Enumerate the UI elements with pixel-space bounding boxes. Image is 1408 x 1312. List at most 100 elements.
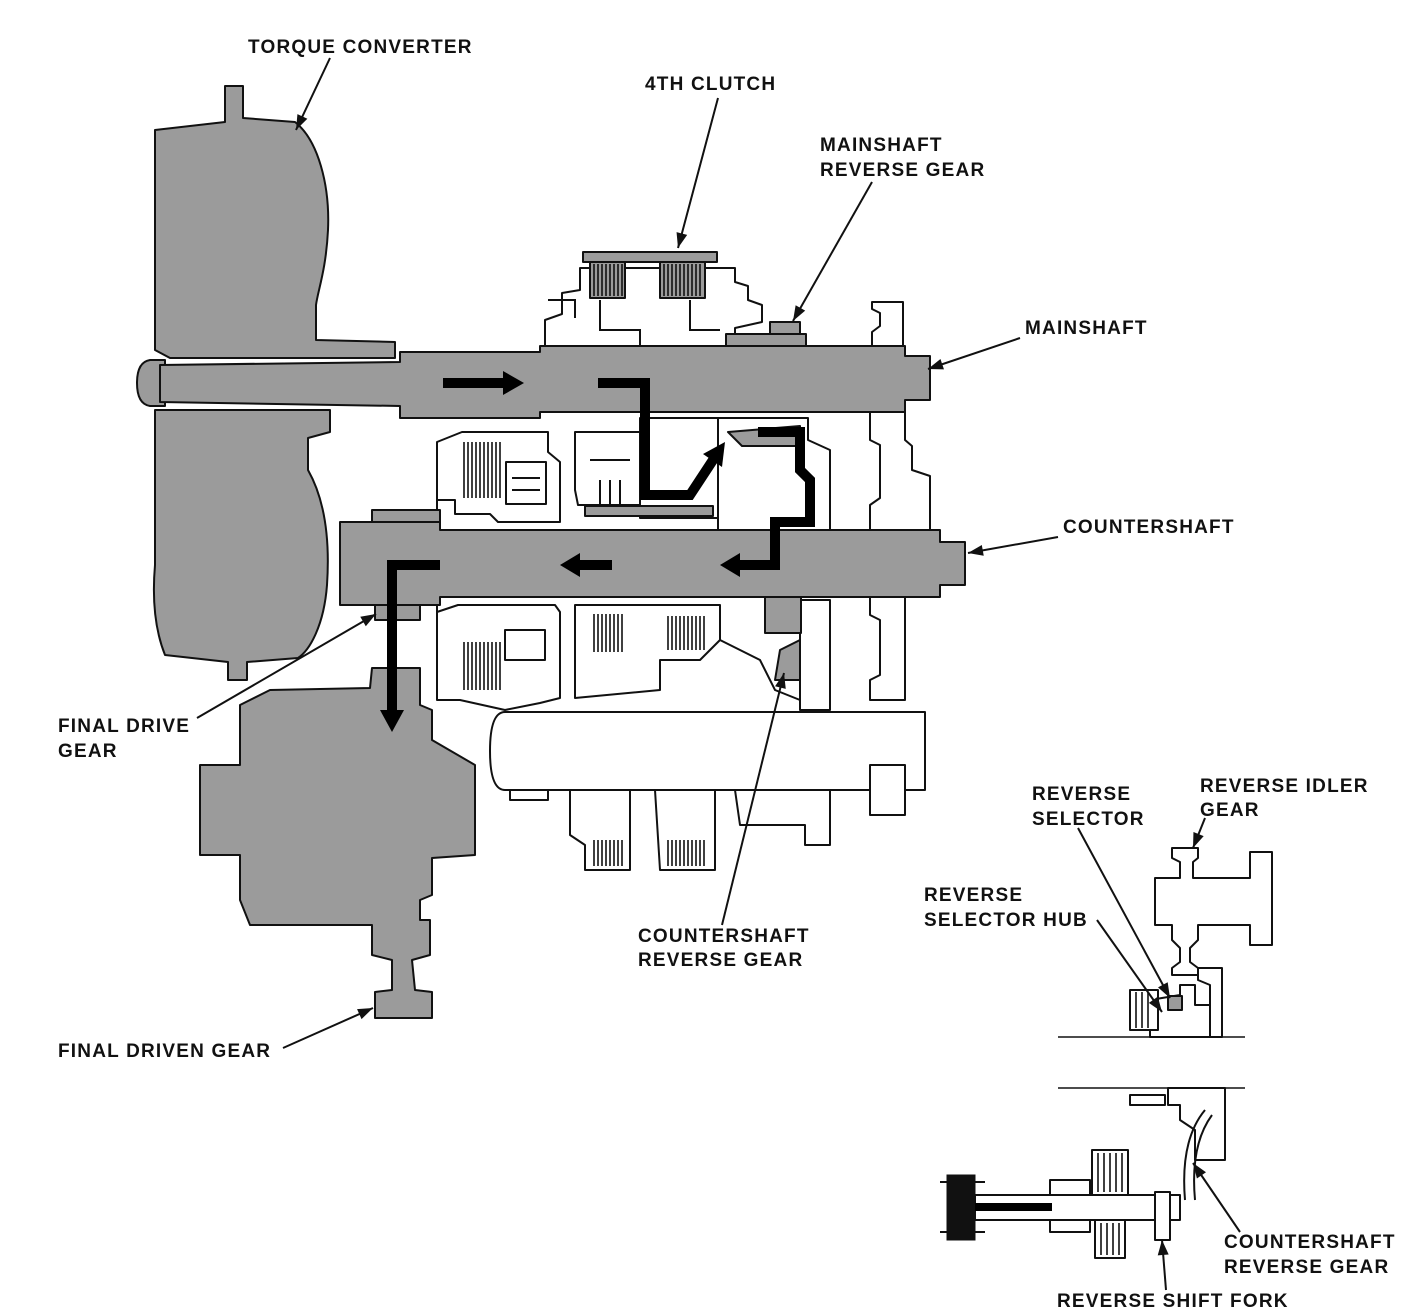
- label-line: GEAR: [1200, 800, 1260, 821]
- label-final-drive-gear: FINAL DRIVE GEAR: [58, 716, 197, 762]
- detail-left-gear: [1129, 989, 1159, 1031]
- reverse-selector-detail-view: [940, 847, 1273, 1259]
- leader-mainshaft-reverse-gear: [792, 181, 873, 322]
- mainshaft-right-gear: [871, 301, 904, 347]
- fourth-clutch-pack-left: [589, 261, 626, 299]
- lower-clutch-2-plates: [667, 840, 705, 866]
- detail-gear-upper-teeth: [1097, 1153, 1123, 1192]
- lower-right-clutch-plates: [667, 616, 705, 650]
- lower-left-clutch-plates: [463, 642, 501, 690]
- upper-left-gear: [505, 461, 547, 505]
- detail-shaft-end-ticks: [940, 1181, 985, 1233]
- mainshaft-reverse-gear-hub: [725, 333, 807, 347]
- label-reverse-idler-gear: REVERSE IDLER GEAR: [1200, 776, 1375, 821]
- leader-lines: [196, 57, 1241, 1291]
- detail-gear-lower-teeth: [1100, 1223, 1120, 1255]
- torque-converter-hub: [136, 359, 166, 407]
- flow-reverse-gear-segment: [738, 427, 815, 570]
- label-line: REVERSE GEAR: [638, 950, 803, 971]
- leader-countershaft-reverse-gear: [721, 672, 785, 926]
- reverse-shift-fork: [1154, 1191, 1171, 1241]
- countershaft-reverse-gear-selector: [774, 639, 801, 681]
- middle-gear-detail: [590, 459, 630, 505]
- leader-arrowhead: [676, 232, 688, 248]
- countershaft-fourth-gear-bar: [584, 505, 714, 517]
- flow-arrowhead-right: [503, 371, 524, 395]
- lower-left-gear: [504, 629, 546, 661]
- lower-gear-1: [509, 789, 549, 801]
- countershaft: [339, 521, 966, 606]
- leader-arrowhead: [1193, 1163, 1206, 1179]
- label-countershaft: COUNTERSHAFT: [1063, 517, 1235, 538]
- torque-converter-lower: [152, 409, 331, 681]
- label-final-driven-gear: FINAL DRIVEN GEAR: [58, 1041, 271, 1062]
- reverse-power-flow: [380, 371, 815, 732]
- detail-selector-curve: [1183, 1109, 1213, 1201]
- countershaft-reverse-gear: [764, 596, 802, 681]
- detail-hub-lower: [1049, 1219, 1091, 1233]
- middle-gear: [574, 431, 641, 506]
- label-line: GEAR: [58, 741, 118, 762]
- leader-final-drive-gear: [196, 613, 377, 719]
- label-fourth-clutch: 4TH CLUTCH: [645, 74, 776, 95]
- countershaft-right-gear-lower: [869, 596, 906, 701]
- secondary-shaft: [489, 711, 926, 791]
- fourth-clutch-pack-right: [659, 261, 706, 299]
- reverse-selector: [1197, 967, 1223, 1038]
- fourth-clutch: [582, 251, 718, 299]
- leader-arrowhead: [357, 1008, 373, 1020]
- leader-arrowhead: [1158, 982, 1170, 998]
- leader-final-driven-gear: [282, 1007, 374, 1049]
- lower-linkage: [719, 639, 801, 701]
- countershaft-right-gear-upper: [869, 411, 931, 531]
- leader-countershaft: [967, 536, 1059, 554]
- lower-right-housing: [799, 599, 831, 711]
- lower-clutch-1: [569, 789, 631, 871]
- detail-hub-upper: [1049, 1179, 1091, 1196]
- label-line: REVERSE: [1032, 784, 1131, 805]
- leader-arrowhead: [1193, 832, 1204, 848]
- flow-arrowhead-left: [560, 553, 580, 577]
- label-line: REVERSE: [924, 885, 1023, 906]
- fourth-clutch-flange: [582, 251, 718, 263]
- leader-reverse-selector-hub: [1096, 919, 1163, 1013]
- leader-arrowhead: [793, 305, 806, 321]
- torque-converter-upper: [154, 85, 396, 359]
- label-mainshaft-reverse-gear: MAINSHAFT REVERSE GEAR: [820, 135, 985, 181]
- label-line: SELECTOR: [1032, 809, 1145, 830]
- label-reverse-selector-hub: REVERSE SELECTOR HUB: [924, 885, 1088, 931]
- label-line: COUNTERSHAFT: [638, 926, 810, 947]
- leader-arrowhead: [360, 614, 376, 627]
- reverse-idler-gear: [1154, 847, 1273, 976]
- upper-left-gear-detail: [512, 477, 540, 491]
- final-drive-gear-upper: [371, 509, 441, 523]
- label-reverse-shift-fork: REVERSE SHIFT FORK: [1057, 1291, 1289, 1312]
- final-drive-gear-lower: [374, 604, 421, 621]
- detail-shaft-end-block: [946, 1174, 976, 1241]
- lower-middle-clutch-housing: [574, 604, 721, 699]
- mainshaft-reverse-gear-teeth: [769, 321, 801, 335]
- label-countershaft-reverse-gear: COUNTERSHAFT REVERSE GEAR: [638, 926, 816, 971]
- leader-arrowhead: [1148, 996, 1162, 1012]
- mainshaft: [159, 345, 931, 419]
- final-driven-gear: [199, 667, 476, 1019]
- label-line: REVERSE GEAR: [1224, 1257, 1389, 1278]
- label-line: FINAL DRIVE: [58, 716, 190, 737]
- leader-reverse-selector: [1077, 827, 1171, 999]
- label-line: SELECTOR HUB: [924, 910, 1088, 931]
- fourth-clutch-detail: [548, 299, 720, 346]
- countershaft-reverse-gear-teeth: [764, 596, 802, 634]
- torque-converter: [136, 85, 396, 681]
- leader-arrowhead: [296, 114, 308, 130]
- flow-arrowhead-down: [380, 710, 404, 732]
- detail-gear-lower: [1094, 1219, 1126, 1259]
- secondary-shaft-right-gear: [869, 764, 906, 816]
- label-detail-countershaft-reverse-gear: COUNTERSHAFT REVERSE GEAR: [1224, 1232, 1402, 1278]
- flow-arrowhead-up-right: [703, 442, 725, 467]
- fourth-clutch-plates: [593, 264, 701, 296]
- leader-fourth-clutch: [677, 97, 719, 249]
- flow-fourth-clutch-segment: [598, 378, 718, 500]
- label-line: REVERSE GEAR: [820, 160, 985, 181]
- upper-left-clutch-plates: [463, 442, 501, 498]
- transmission-main-view: [136, 85, 966, 1019]
